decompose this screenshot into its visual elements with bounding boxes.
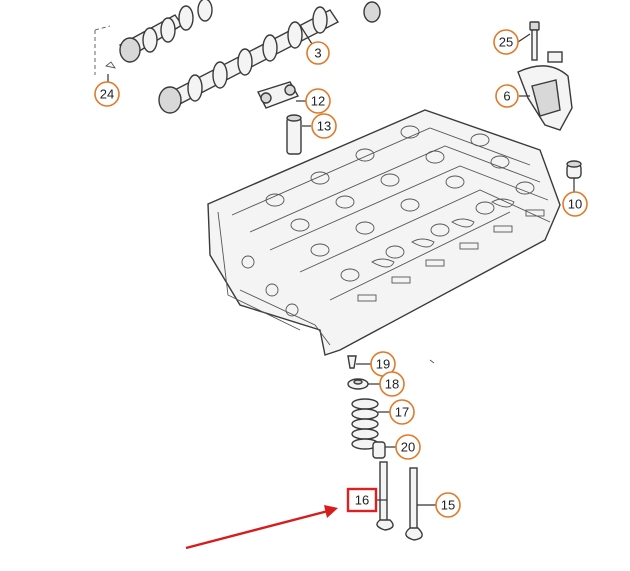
callout-10: 10 [562,191,588,217]
callout-6: 6 [495,84,519,108]
callout-25: 25 [493,29,519,55]
callout-label: 13 [317,119,331,134]
callout-label: 25 [499,35,513,50]
callout-label: 15 [441,498,455,513]
exhaust-valve-illustration [376,461,394,531]
callout-3: 3 [306,41,330,65]
callout-label: 17 [395,405,409,420]
chain-tensioner-illustration [517,51,573,131]
callout-15: 15 [435,492,461,518]
callout-label: 19 [376,357,390,372]
callout-label: 6 [503,89,510,104]
cylinder-head-illustration [207,109,561,364]
callout-24: 24 [94,81,120,107]
callout-20: 20 [395,434,421,460]
callout-label: 24 [100,87,114,102]
bolt-illustration [529,21,540,61]
callout-17: 17 [389,399,415,425]
callout-18: 18 [379,371,405,397]
callout-12: 12 [305,88,331,114]
red-arrow-icon [185,505,338,550]
callout-label: 20 [401,440,415,455]
callout-label: 3 [314,46,321,61]
intake-valve-illustration [405,467,423,541]
leader-lines [107,24,575,506]
spring-retainer-illustration [347,378,369,390]
valve-spring-illustration [351,398,379,450]
camshaft-illustration [94,0,381,114]
callout-label: 10 [568,197,582,212]
seal-cap-illustration [566,160,582,179]
callout-19: 19 [370,351,396,377]
rocker-arm-illustration [257,81,300,109]
hydraulic-lifter-illustration [286,114,302,155]
valve-stem-seal-illustration [372,441,386,459]
callout-label: 18 [385,377,399,392]
callout-label: 12 [311,94,325,109]
callout-13: 13 [311,113,337,139]
highlighted-label: 16 [355,493,369,508]
highlighted-callout-16: 16 [346,487,378,513]
valve-keeper-illustration [347,355,357,369]
